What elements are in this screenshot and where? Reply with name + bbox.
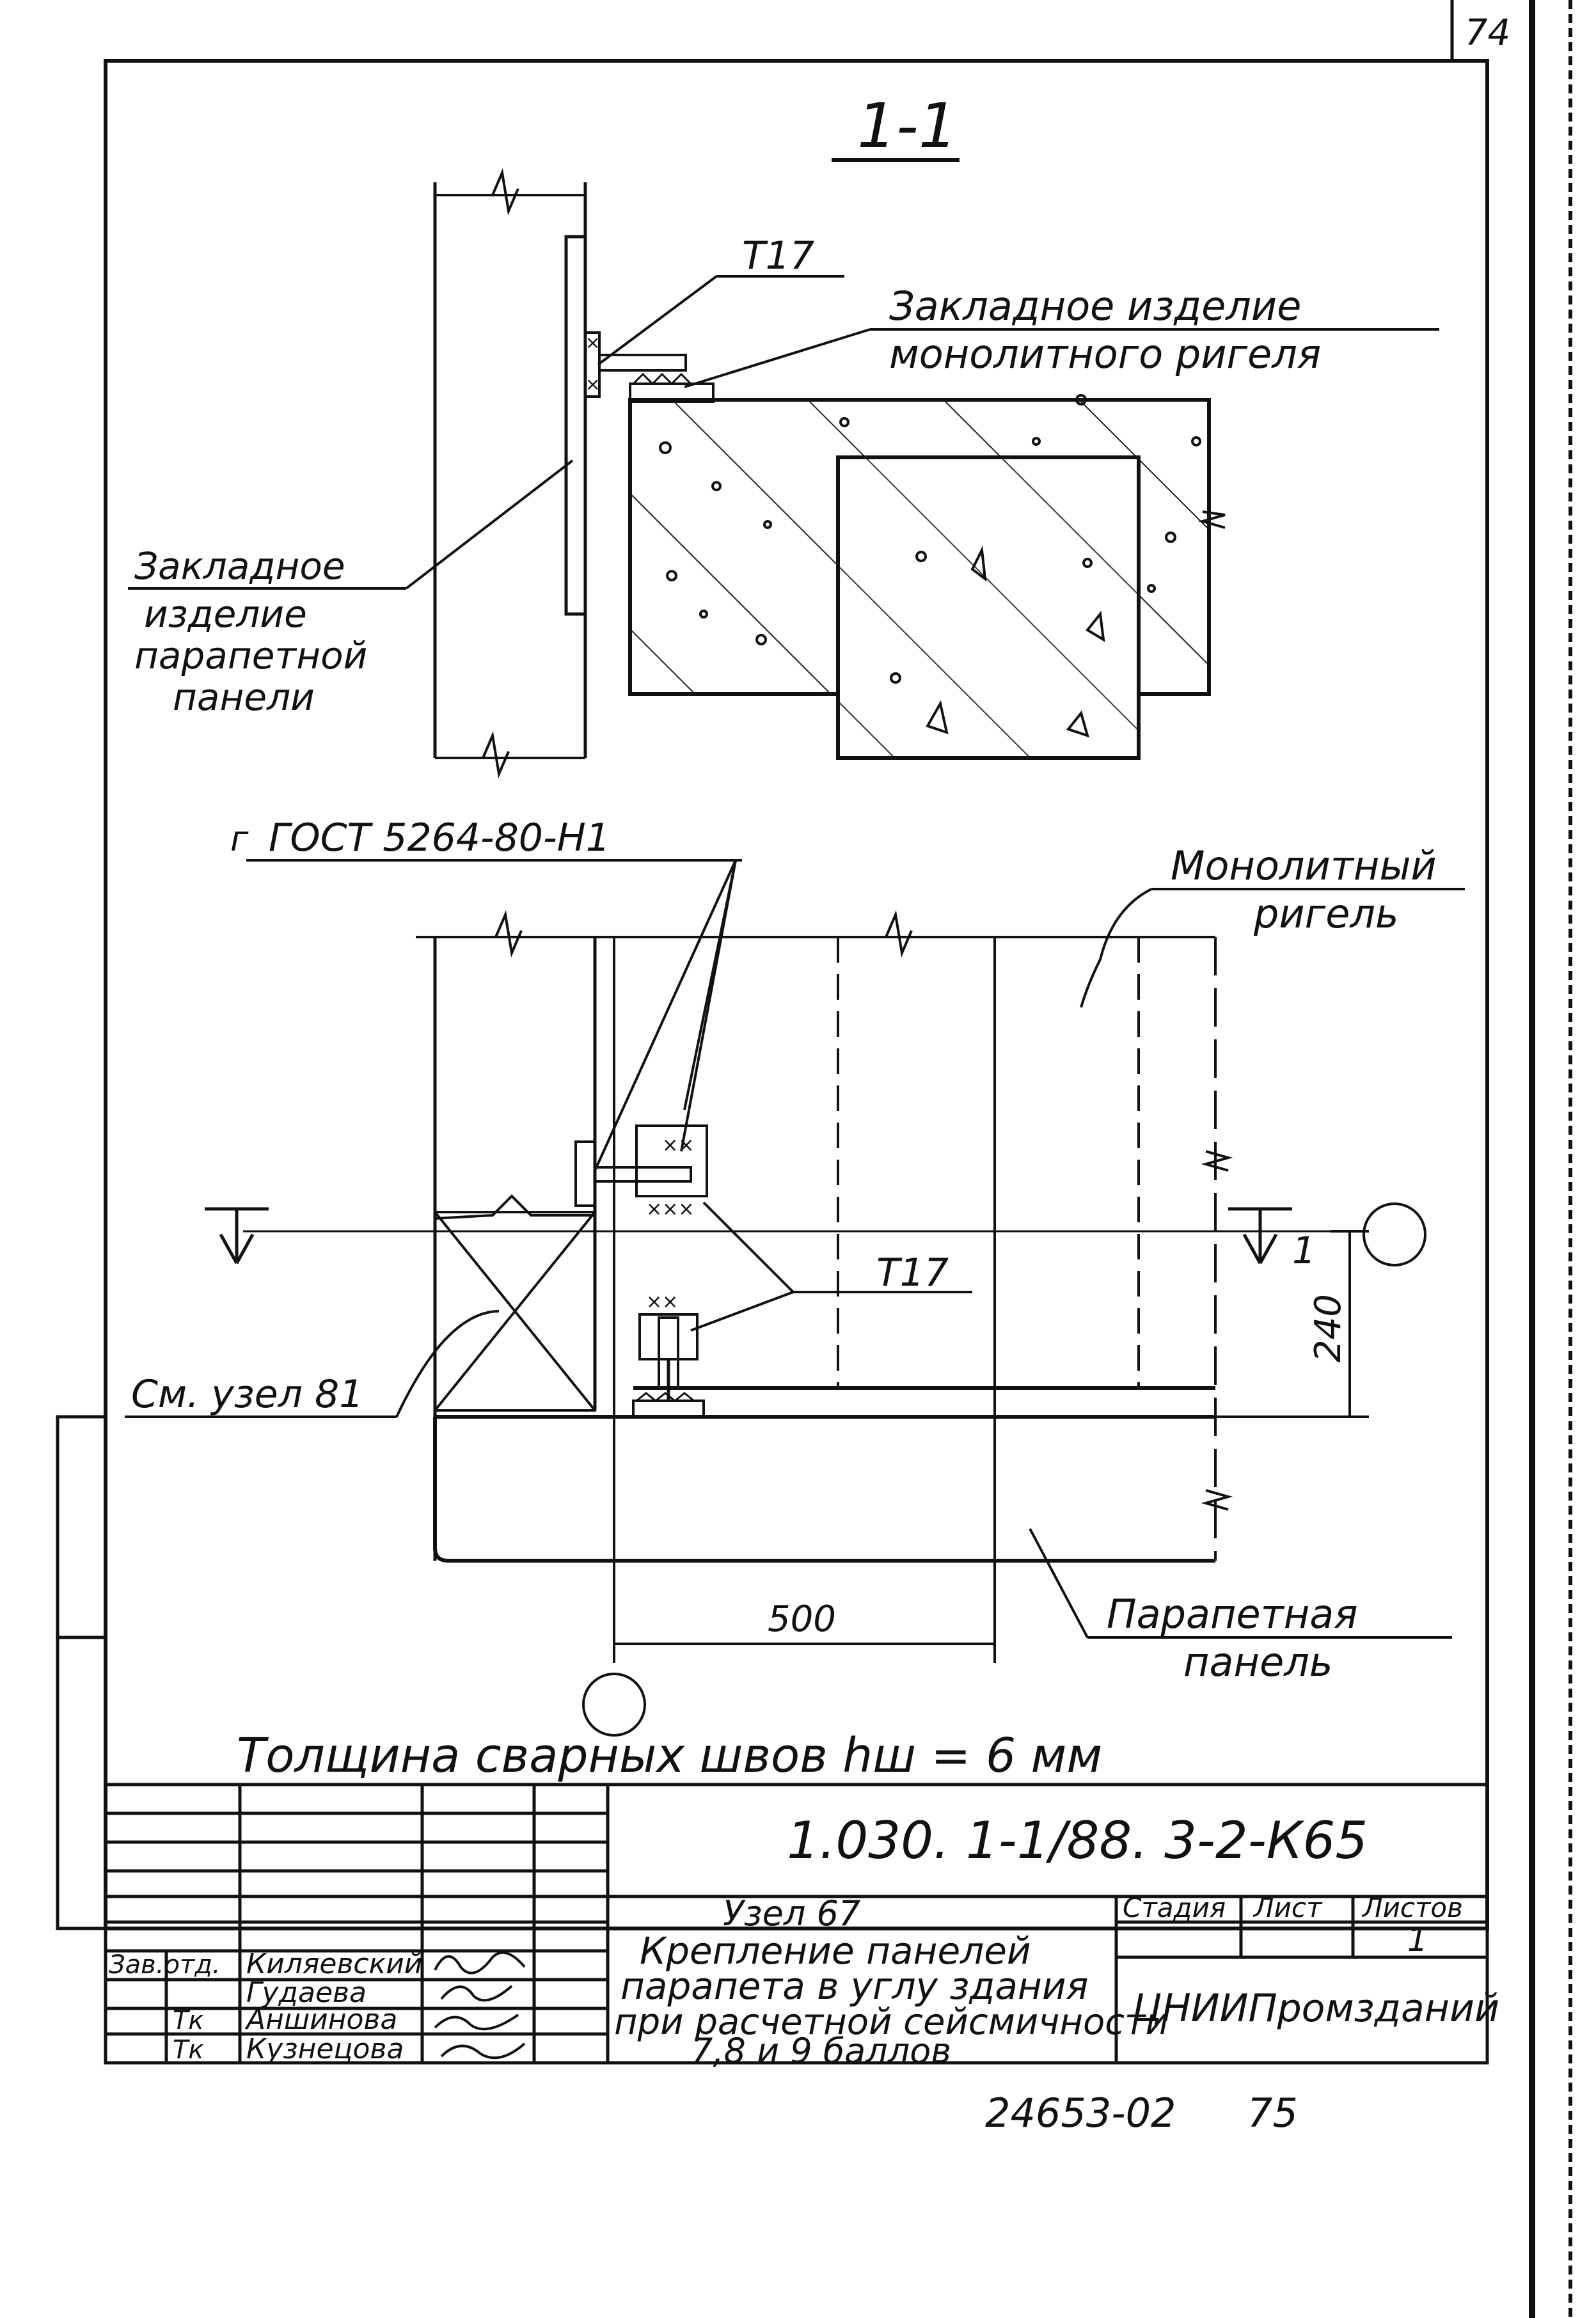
weld-thickness-note: Толщина сварных швов hш = 6 мм — [237, 1728, 1102, 1783]
weld-mark-section: T17 — [742, 233, 814, 278]
signature-role-4: Тк — [173, 2035, 204, 2065]
section-arrow-right — [1228, 1207, 1292, 1265]
organization: ЦНИИПромзданий — [1132, 1986, 1499, 2031]
col-sheets: Листов — [1361, 1892, 1463, 1923]
dim-500-value: 500 — [768, 1598, 836, 1640]
section-title: 1-1 — [857, 90, 958, 162]
signature-name-2: Гудаева — [246, 1976, 367, 2009]
parapet-block-diag-2 — [434, 1211, 596, 1412]
section-arrow-left — [205, 1207, 269, 1265]
plan-bracket-1 — [594, 1166, 692, 1183]
col-sheet: Лист — [1252, 1892, 1323, 1923]
col-stage: Стадия — [1123, 1892, 1226, 1923]
weld-ribbon-symbol — [632, 372, 692, 386]
plan-bracket-1-plate — [635, 1124, 708, 1197]
description-line-4: 7,8 и 9 баллов — [691, 2031, 951, 2071]
description-line-3: при расчетной сейсмичности — [614, 2001, 1169, 2043]
description-line-2: парапета в углу здания — [620, 1964, 1088, 2008]
parapet-label-1: Парапетная — [1107, 1591, 1358, 1637]
signature-role-1: Зав.отд. — [109, 1950, 221, 1980]
break-mark-top — [491, 168, 519, 216]
signature-name-4: Кузнецова — [246, 2033, 404, 2065]
gost-leader-1 — [594, 860, 737, 1171]
parapet-block-break — [434, 1194, 595, 1220]
embedded-panel-label-3: парапетной — [134, 634, 367, 677]
beam-void-hatch — [840, 459, 1137, 756]
plan-weld-cross-3: ×× — [646, 1291, 678, 1313]
embedded-ribbon-label-1: Закладное изделие — [889, 283, 1301, 329]
designation: 1.030. 1-1/88. 3-2-К65 — [787, 1811, 1368, 1870]
embedded-panel-leader — [405, 459, 574, 590]
node-title: Узел 67 — [723, 1893, 860, 1934]
binding-strip — [56, 1415, 107, 1930]
embedded-ribbon-label-2: монолитного ригеля — [889, 331, 1321, 377]
bracket-horizontal — [598, 354, 687, 372]
description-line-1: Крепление панелей — [640, 1929, 1031, 1973]
see-node-label: См. узел 81 — [131, 1372, 363, 1417]
monolith-label-2: ригель — [1253, 890, 1399, 937]
concrete-aggregate — [659, 394, 1201, 684]
plan-embedded-plate — [574, 1140, 596, 1207]
concrete-aggregate-triangles — [926, 546, 1105, 738]
stamp-sheet-number: 24653-02 — [985, 2090, 1176, 2136]
plan-weld-cross-1: ×× — [662, 1134, 694, 1156]
weld-mark-plan-leader-2 — [690, 1291, 794, 1332]
plan-bracket-base-weld — [636, 1392, 695, 1402]
monolith-leader — [1080, 888, 1152, 1008]
gost-label: ГОСТ 5264-80-Н1 — [269, 816, 610, 860]
weld-cross-2: × — [585, 374, 600, 395]
axis-bubble-right — [1363, 1202, 1426, 1266]
signature-name-1: Киляевский — [246, 1948, 422, 1980]
weld-cross-1: × — [585, 332, 600, 353]
weld-mark-plan-leader-1 — [702, 1201, 794, 1293]
title-block — [104, 1783, 1489, 2065]
page-number-top: 74 — [1465, 12, 1510, 54]
embedded-ribbon-leader — [684, 328, 871, 388]
plan-beam-break-1 — [1201, 1150, 1233, 1172]
signature-role-3: Тк — [173, 2006, 204, 2035]
embedded-panel-label-4: панели — [173, 675, 315, 719]
sheet-frame — [104, 59, 1489, 1930]
weld-mark-plan: T17 — [876, 1250, 949, 1295]
plan-weld-cross-2: ××× — [646, 1198, 694, 1220]
plan-beam-break-2 — [1201, 1489, 1233, 1511]
section-marker-right: 1 — [1292, 1229, 1316, 1272]
parapet-panel-outline — [433, 1415, 1215, 1563]
plan-bracket-2-plate — [638, 1313, 699, 1360]
dim-240-value: 240 — [1308, 1294, 1349, 1362]
plan-break-2 — [885, 910, 913, 958]
see-node-leader — [395, 1310, 500, 1417]
embedded-panel-label-2: изделие — [144, 592, 307, 636]
sheets-value: 1 — [1407, 1921, 1428, 1959]
plan-break-1 — [494, 910, 523, 958]
embedded-panel-label-1: Закладное — [134, 544, 345, 588]
stamp-page-number: 75 — [1247, 2090, 1298, 2136]
break-mark-bottom — [482, 730, 510, 779]
axis-bubble-bottom — [582, 1673, 646, 1737]
embedded-plate-panel — [564, 235, 587, 616]
parapet-leader — [1029, 1528, 1089, 1638]
signature-name-3: Аншинова — [244, 2003, 397, 2036]
monolith-label-1: Монолитный — [1171, 842, 1437, 889]
parapet-block — [434, 1211, 596, 1412]
beam-break-right — [1197, 510, 1226, 529]
signature-scribbles — [434, 1951, 526, 2060]
parapet-label-2: панель — [1183, 1639, 1332, 1685]
gost-leader-3 — [683, 860, 737, 1110]
gost-prefix: г — [230, 819, 249, 859]
weld-mark-section-leader — [597, 275, 718, 366]
